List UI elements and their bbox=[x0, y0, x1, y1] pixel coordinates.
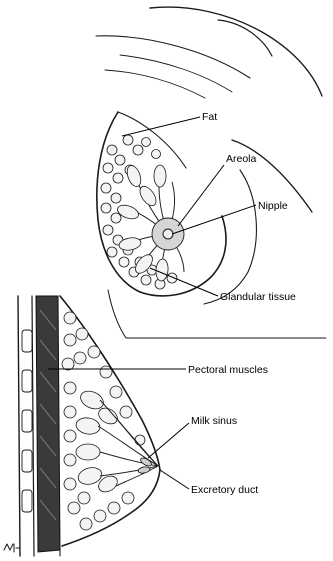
label-excretory-duct: Excretory duct bbox=[191, 484, 258, 496]
label-pectoral-muscles: Pectoral muscles bbox=[188, 364, 268, 376]
excretory-leader bbox=[160, 470, 189, 489]
side-view-illustration bbox=[4, 296, 160, 556]
label-milk-sinus: Milk sinus bbox=[191, 415, 237, 427]
nipple-leader bbox=[172, 205, 256, 234]
label-fat: Fat bbox=[202, 111, 217, 123]
fat-leader bbox=[122, 117, 200, 136]
label-glandular-tissue: Glandular tissue bbox=[220, 291, 296, 303]
glandular-lobes-side bbox=[75, 388, 158, 495]
leader-lines bbox=[48, 117, 256, 489]
label-areola: Areola bbox=[226, 153, 257, 165]
pectoral-muscle-shape bbox=[36, 296, 60, 552]
areola-leader bbox=[178, 165, 224, 226]
milk-sinus-leader bbox=[148, 423, 189, 458]
nipple-shape bbox=[163, 229, 173, 239]
label-nipple: Nipple bbox=[258, 200, 288, 212]
front-view-illustration bbox=[96, 7, 326, 338]
